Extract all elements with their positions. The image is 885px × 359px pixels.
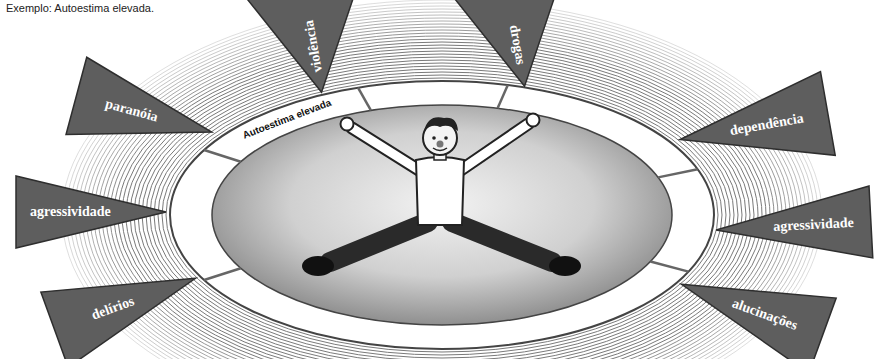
triangle-outline <box>447 0 584 96</box>
ring-dividers <box>204 85 697 280</box>
label-box: agressividade <box>30 204 112 220</box>
triangle-label: agressividade <box>30 204 112 220</box>
triangle-outline <box>66 57 222 171</box>
concentric-lines <box>62 0 822 359</box>
warning-triangle: agressividade <box>714 186 873 266</box>
diagram-title: Exemplo: Autoestima elevada. <box>6 2 154 14</box>
triangle-outline <box>244 0 381 102</box>
inner-disk <box>212 105 672 325</box>
triangle-outline <box>714 186 873 266</box>
warning-triangle: alucinações <box>668 246 836 359</box>
triangle-outline <box>673 72 835 182</box>
triangle-outline <box>668 246 836 359</box>
person-figure <box>302 114 581 277</box>
warning-triangle: agressividade <box>16 176 166 248</box>
warning-triangle: drogas <box>447 0 584 96</box>
triangle-outline <box>40 240 208 359</box>
triangle-outline <box>16 176 166 248</box>
white-ring <box>170 81 714 349</box>
